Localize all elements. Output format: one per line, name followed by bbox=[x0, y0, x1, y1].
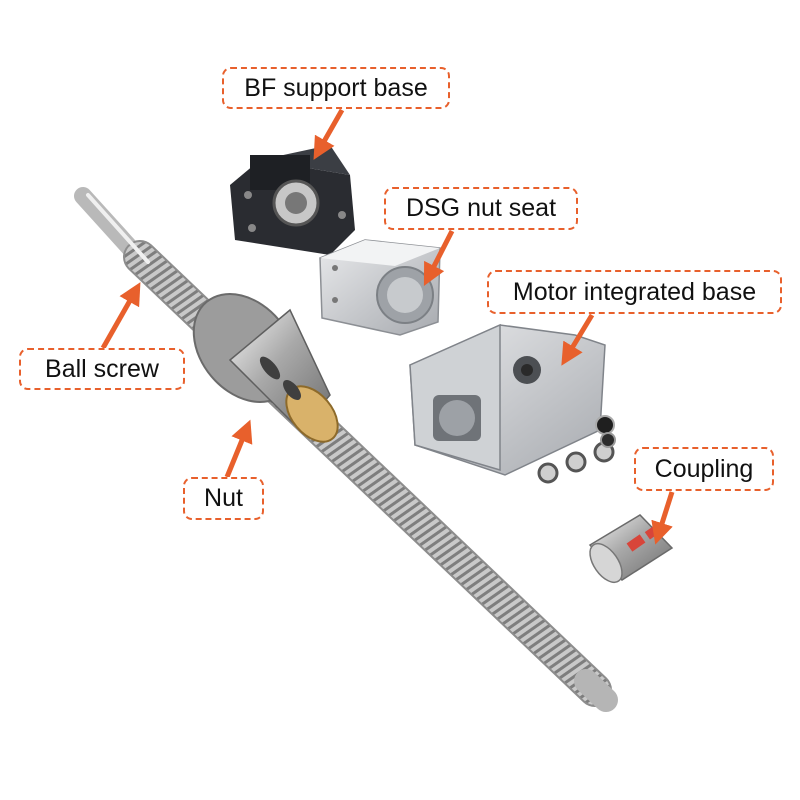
ball-nut bbox=[192, 293, 339, 443]
bf-support-base-label: BF support base bbox=[222, 67, 450, 109]
motor-integrated-base-label: Motor integrated base bbox=[487, 270, 782, 314]
arrow-bf-support-base bbox=[313, 108, 345, 160]
coupling-label: Coupling bbox=[634, 447, 774, 491]
callout-arrows bbox=[100, 108, 675, 545]
arrow-coupling bbox=[651, 491, 675, 545]
arrow-ball-screw bbox=[100, 282, 141, 350]
nut-label: Nut bbox=[183, 477, 264, 520]
ball-screw-label: Ball screw bbox=[19, 348, 185, 390]
dsg-nut-seat bbox=[319, 239, 441, 336]
arrow-nut bbox=[224, 419, 253, 478]
motor-integrated-base bbox=[409, 323, 616, 484]
dsg-nut-seat-label: DSG nut seat bbox=[384, 187, 578, 230]
arrow-motor-integrated-base bbox=[561, 313, 595, 366]
arrow-dsg-nut-seat bbox=[423, 229, 455, 287]
bf-support-base bbox=[230, 145, 355, 255]
